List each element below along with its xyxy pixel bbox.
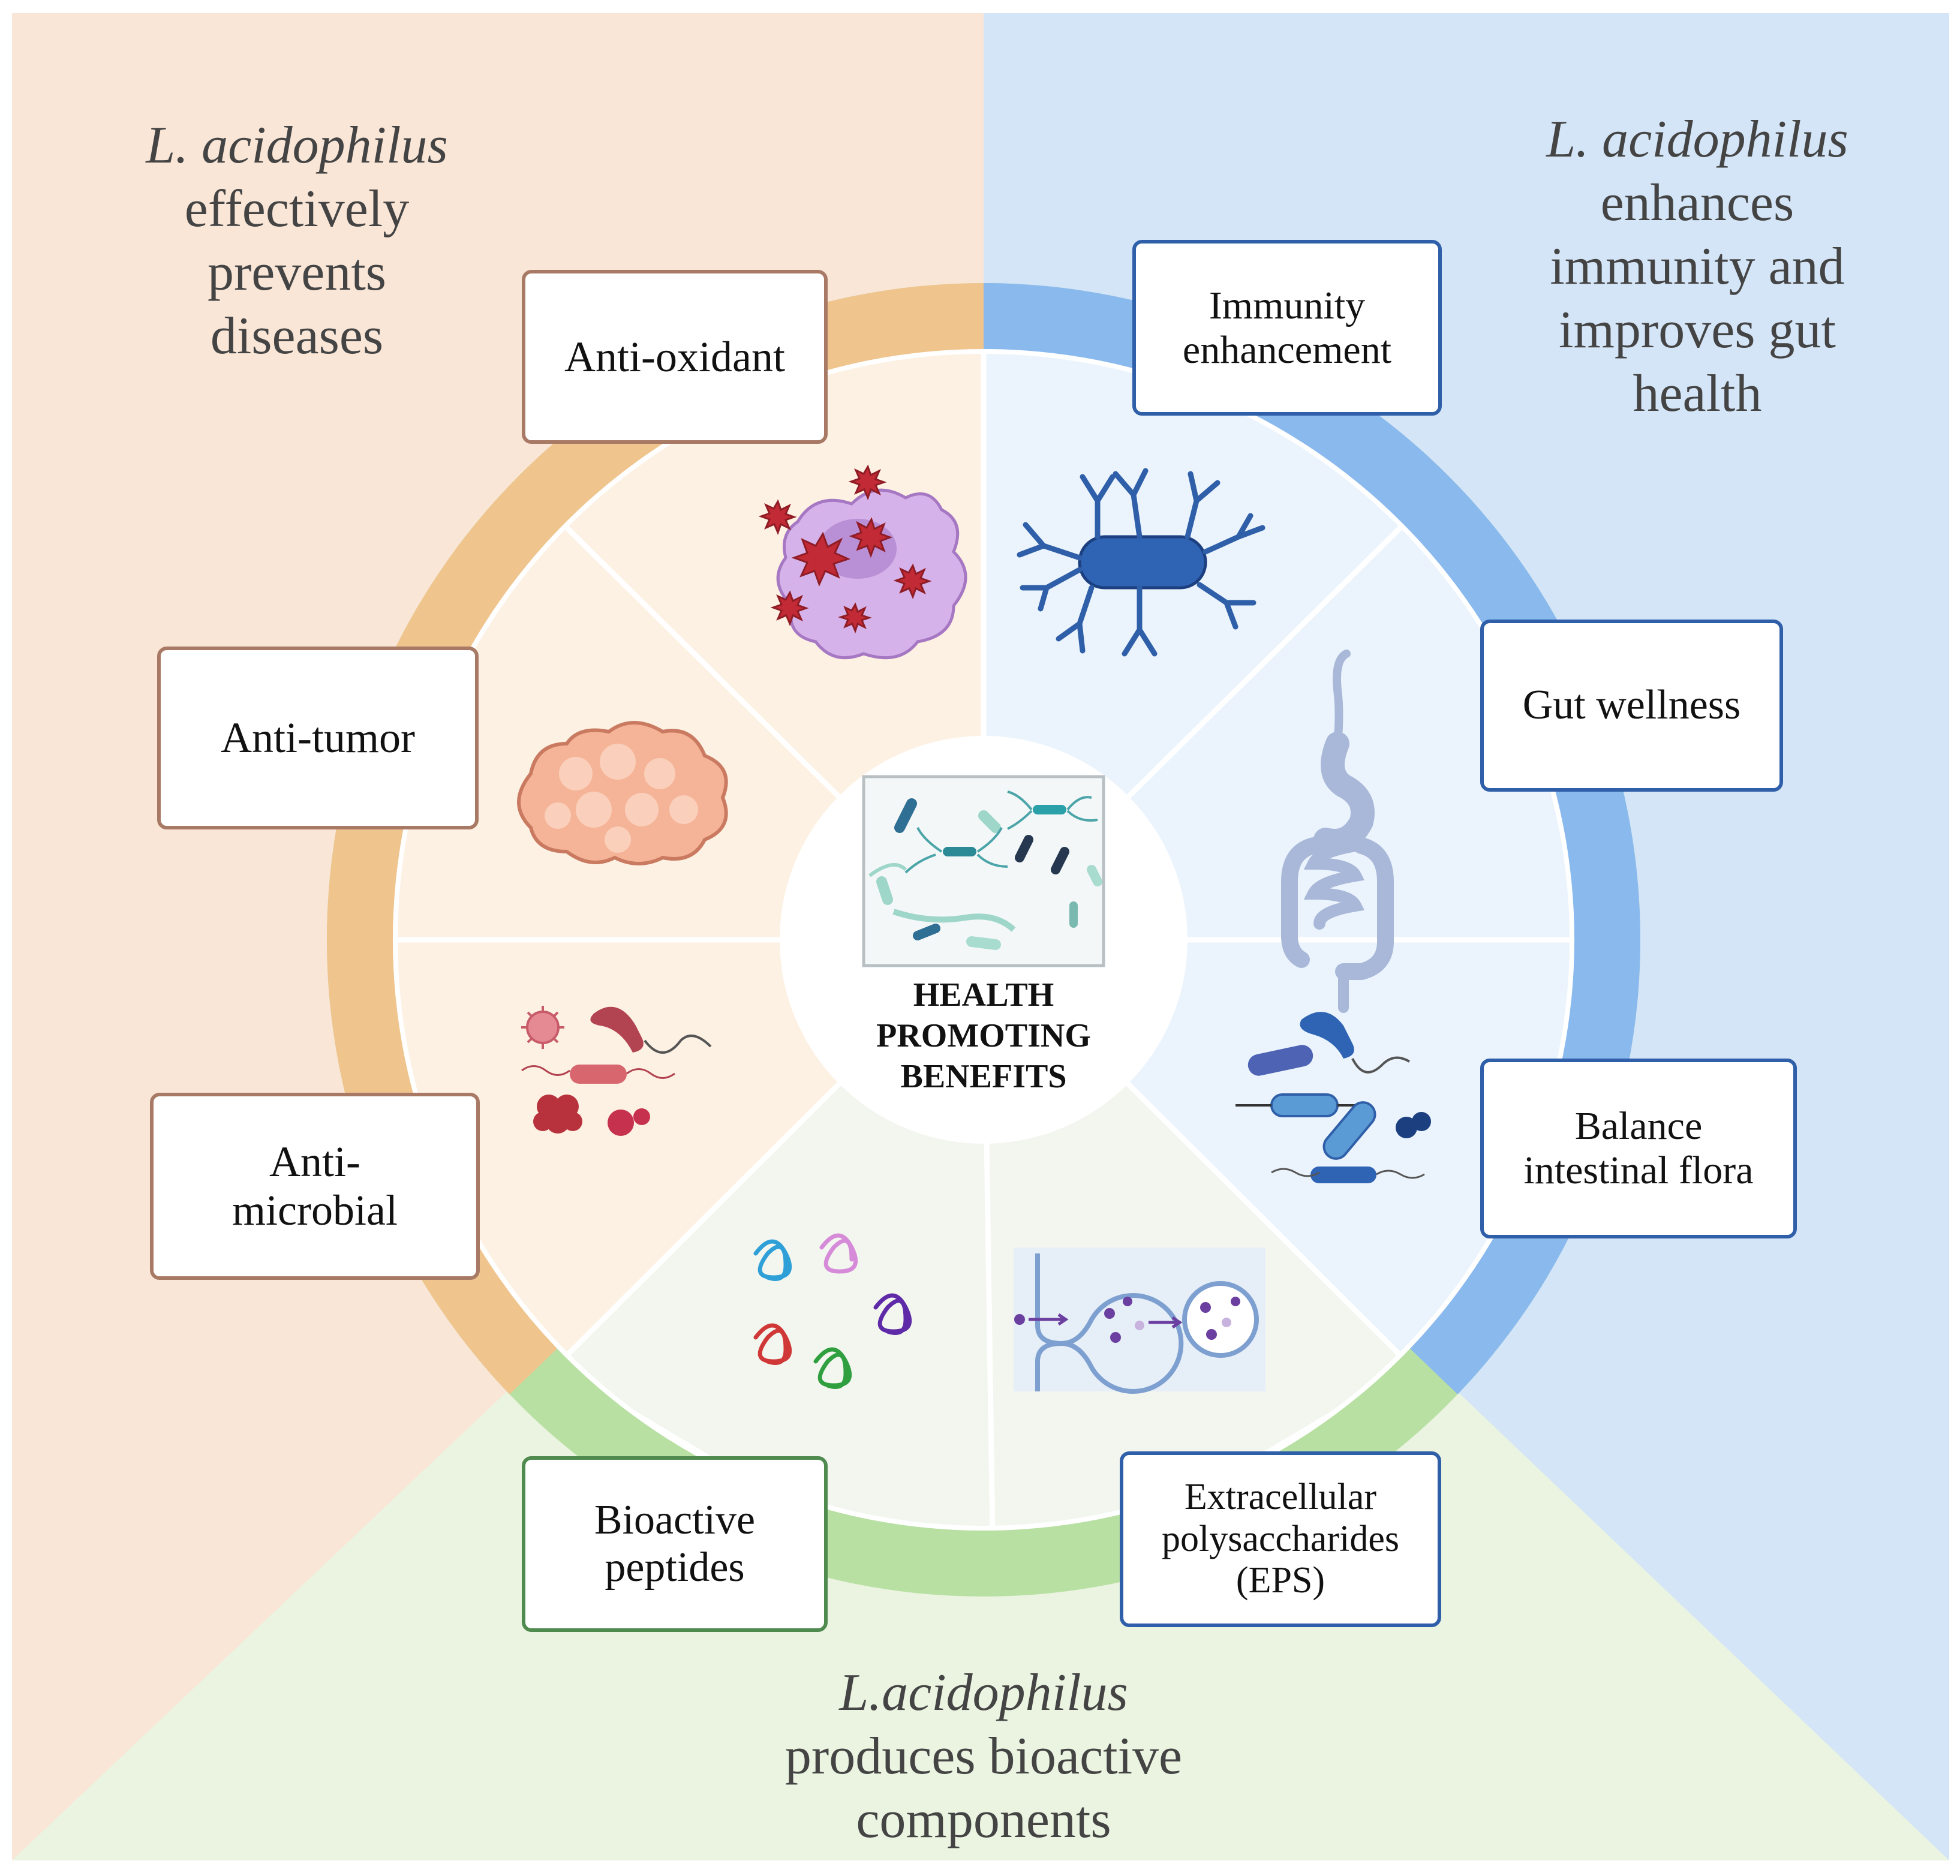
benefit-label: microbial	[232, 1186, 398, 1234]
benefit-label: Anti-oxidant	[564, 332, 785, 381]
center-title-line: PROMOTING	[876, 1017, 1091, 1054]
benefit-label: peptides	[605, 1544, 745, 1591]
heading-species: L. acidophilus	[1546, 110, 1848, 169]
digestive-tract-icon	[1281, 650, 1394, 1013]
heading-species: L. acidophilus	[146, 116, 448, 175]
heading-line: enhances	[1600, 174, 1794, 232]
heading-line: health	[1633, 365, 1762, 423]
benefit-label: Immunity	[1209, 283, 1366, 327]
bacteria-culture-icon	[862, 775, 1105, 967]
benefit-anti-oxidant: Anti-oxidant	[522, 270, 828, 444]
benefit-label: enhancement	[1182, 327, 1392, 372]
heading-line: effectively	[184, 180, 410, 238]
benefit-label: Extracellular	[1184, 1477, 1377, 1518]
benefit-label: (EPS)	[1235, 1560, 1325, 1601]
oxidative-stress-cell-icon	[758, 464, 967, 660]
heading-immunity: L. acidophilus enhances immunity and imp…	[1487, 108, 1907, 426]
center-title-line: BENEFITS	[900, 1058, 1067, 1095]
benefit-label: Anti-	[269, 1138, 360, 1186]
secretion-vesicle-icon	[1014, 1247, 1265, 1394]
benefit-label: intestinal flora	[1523, 1149, 1754, 1192]
benefit-label: Anti-tumor	[221, 714, 415, 762]
heading-line: produces bioactive	[784, 1727, 1183, 1785]
benefit-label: Bioactive	[594, 1497, 756, 1544]
heading-line: prevents	[207, 243, 387, 302]
benefit-anti-tumor: Anti-tumor	[157, 647, 479, 829]
benefit-label: Gut wellness	[1522, 682, 1741, 729]
sector-components	[558, 940, 1409, 1526]
benefit-label: Balance	[1574, 1104, 1703, 1149]
center-title-line: HEALTH	[913, 976, 1054, 1014]
heading-disease-prevention: L. acidophilus effectively prevents dise…	[108, 114, 486, 368]
benefit-gut-wellness: Gut wellness	[1480, 620, 1783, 792]
benefit-immunity-enhancement: Immunity enhancement	[1132, 240, 1442, 416]
benefit-balance-intestinal-flora: Balance intestinal flora	[1480, 1059, 1797, 1238]
center-title: HEALTH PROMOTING BENEFITS	[804, 975, 1164, 1097]
benefit-extracellular-polysaccharides: Extracellular polysaccharides (EPS)	[1120, 1451, 1441, 1627]
peptide-chains-icon	[753, 1233, 912, 1389]
heading-components: L.acidophilus produces bioactive compone…	[684, 1661, 1283, 1852]
heading-line: immunity and	[1550, 237, 1845, 296]
heading-line: diseases	[210, 307, 384, 365]
benefit-anti-microbial: Anti- microbial	[150, 1093, 480, 1280]
heading-line: improves gut	[1559, 301, 1836, 359]
tumor-mass-icon	[517, 721, 728, 865]
sectors	[398, 354, 1570, 1526]
pathogens-icon	[521, 1006, 712, 1136]
benefit-bioactive-peptides: Bioactive peptides	[522, 1456, 828, 1632]
heading-species: L.acidophilus	[839, 1664, 1128, 1722]
gut-bacteria-icon	[1235, 1012, 1431, 1183]
benefit-label: polysaccharides	[1162, 1518, 1399, 1559]
antibody-bacterium-icon	[1017, 468, 1265, 657]
heading-line: components	[856, 1791, 1111, 1849]
